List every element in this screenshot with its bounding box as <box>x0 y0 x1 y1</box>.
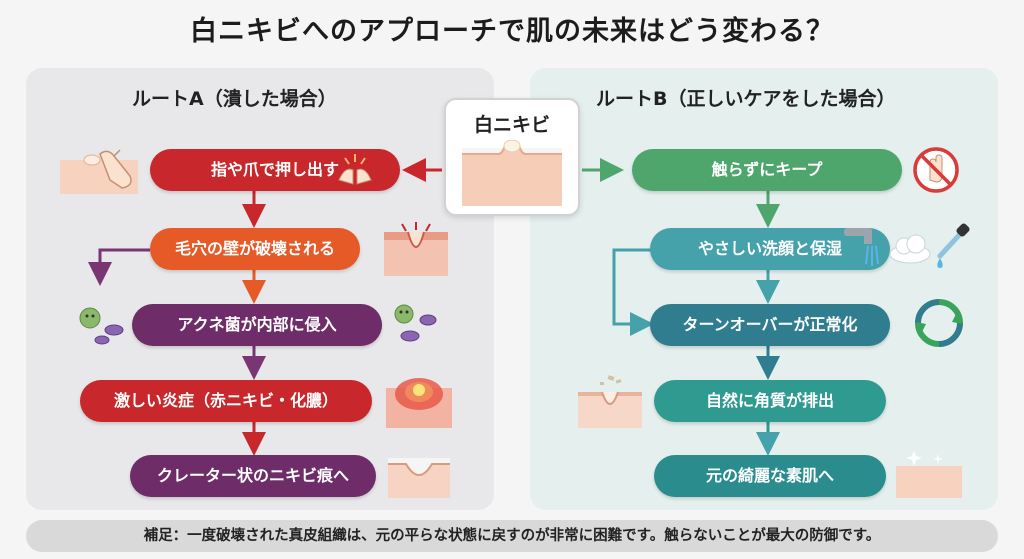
route-a-step-1-label: 指や爪で押し出す <box>210 160 339 179</box>
route-a-step-5-label: クレーター状のニキビ痕へ <box>156 466 349 485</box>
foam-icon <box>889 234 931 264</box>
route-b-panel <box>530 68 998 510</box>
center-label: 白ニキビ <box>473 114 550 136</box>
route-a-step-4-label: 激しい炎症（赤ニキビ・化膿） <box>113 391 338 410</box>
footnote: 補足：一度破壊された真皮組織は、元の平らな状態に戻すのが非常に困難です。触らない… <box>26 520 998 552</box>
route-b-step-3: ターンオーバーが正常化 <box>650 304 890 346</box>
route-b-step-1-label: 触らずにキープ <box>711 160 823 179</box>
skin-bump-icon <box>462 140 562 206</box>
inflamed-pimple-icon <box>386 378 452 428</box>
dropper-icon <box>937 223 970 268</box>
route-a-step-4: 激しい炎症（赤ニキビ・化膿） <box>80 380 372 422</box>
route-a-step-5: クレーター状のニキビ痕へ <box>130 455 376 497</box>
cycle-icon <box>915 299 963 347</box>
route-a-step-2: 毛穴の壁が破壊される <box>150 228 360 270</box>
water-faucet-icon <box>844 228 879 266</box>
bacteria-icon <box>394 304 437 342</box>
route-b-step-1: 触らずにキープ <box>632 149 902 191</box>
route-b-step-2-label: やさしい洗顔と保湿 <box>697 239 842 258</box>
page-title: 白ニキビへのアプローチで肌の未来はどう変わる？ <box>190 16 834 47</box>
route-b-step-4-label: 自然に角質が排出 <box>705 391 834 410</box>
route-b-step-3-label: ターンオーバーが正常化 <box>682 315 858 334</box>
smooth-skin-icon <box>896 450 962 498</box>
route-b-step-4: 自然に角質が排出 <box>654 380 886 422</box>
route-b-title: ルートB（正しいケアをした場合） <box>596 88 896 110</box>
damaged-pore-icon <box>384 222 448 276</box>
route-a-panel <box>26 68 494 510</box>
finger-press-icon <box>60 149 138 194</box>
crater-scar-icon <box>388 458 450 498</box>
route-a-step-2-label: 毛穴の壁が破壊される <box>174 239 335 258</box>
white-pimple-box: 白ニキビ <box>444 98 580 216</box>
no-touch-icon <box>913 147 959 193</box>
bacteria-icon <box>79 307 124 345</box>
route-a-title: ルートA（潰した場合） <box>132 88 337 110</box>
exfoliation-icon <box>578 375 642 428</box>
route-a-step-3-label: アクネ菌が内部に侵入 <box>177 315 337 334</box>
pinching-hands-icon <box>338 154 372 185</box>
route-a-step-3: アクネ菌が内部に侵入 <box>132 304 382 346</box>
route-b-step-5: 元の綺麗な素肌へ <box>654 455 886 497</box>
route-b-step-5-label: 元の綺麗な素肌へ <box>705 466 834 485</box>
